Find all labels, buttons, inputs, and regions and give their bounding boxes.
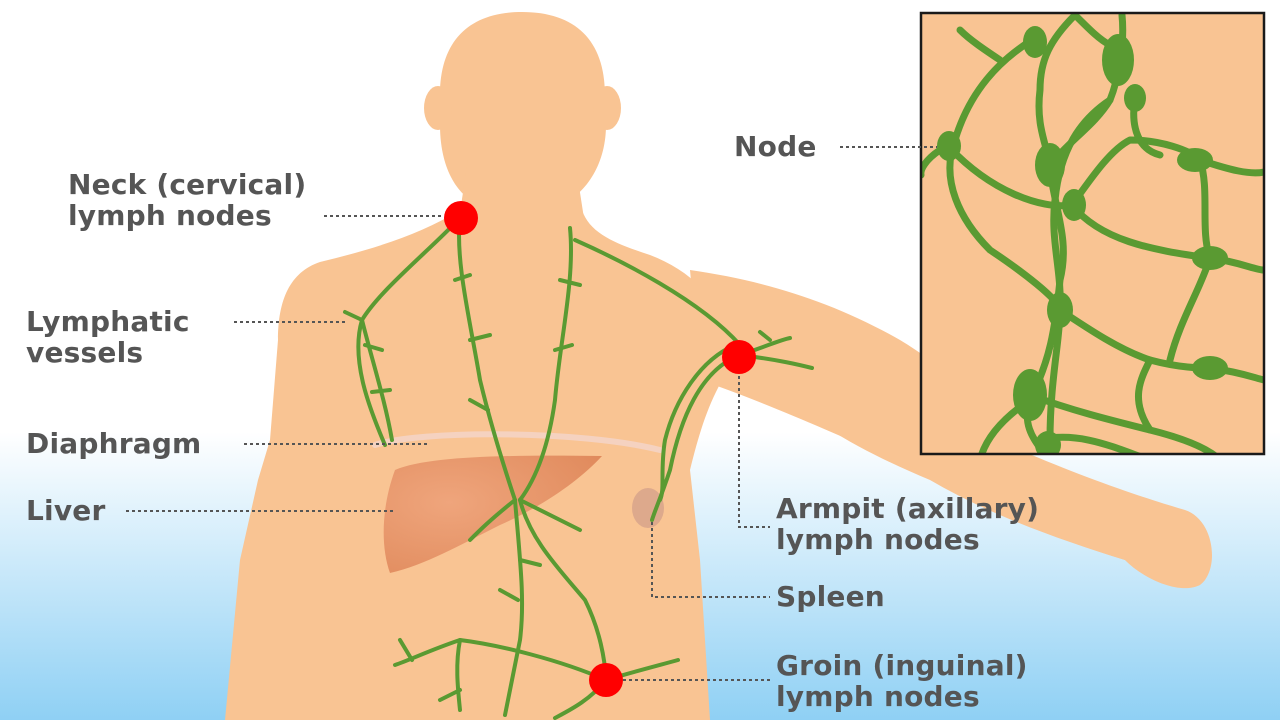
spleen-label-text: Spleen [776, 580, 885, 613]
spleen-leader [651, 522, 770, 598]
groin-lymph-nodes-label: Groin (inguinal) lymph nodes [776, 650, 1028, 712]
liver-label: Liver [26, 495, 106, 526]
liver [383, 455, 602, 573]
node-label: Node [734, 131, 817, 162]
armpit-label-line1: Armpit (axillary) [776, 492, 1040, 525]
right-ear [593, 86, 621, 130]
groin-node-marker [589, 663, 623, 697]
left-ear [424, 86, 452, 130]
diaphragm-label: Diaphragm [26, 428, 201, 459]
spleen-label: Spleen [776, 581, 885, 612]
head [440, 12, 606, 205]
leader-lines [126, 146, 937, 681]
lymph-node-markers [444, 201, 756, 697]
neck-lymph-nodes-label: Neck (cervical) lymph nodes [68, 169, 306, 231]
liver-label-text: Liver [26, 494, 106, 527]
armpit-node-marker [722, 340, 756, 374]
vessels-label-line1: Lymphatic [26, 305, 190, 338]
armpit-leader [738, 376, 770, 528]
node-label-text: Node [734, 130, 817, 163]
groin-label-line1: Groin (inguinal) [776, 649, 1028, 682]
lymphatic-vessels-label: Lymphatic vessels [26, 306, 190, 368]
neck [458, 160, 585, 225]
neck-label-line1: Neck (cervical) [68, 168, 307, 201]
neck-label-line2: lymph nodes [68, 199, 272, 232]
diaphragm [372, 431, 663, 453]
neck-node-marker [444, 201, 478, 235]
inset-border [919, 11, 1266, 456]
armpit-label-line2: lymph nodes [776, 523, 980, 556]
vessels-label-line2: vessels [26, 336, 144, 369]
groin-label-line2: lymph nodes [776, 680, 980, 713]
diaphragm-label-text: Diaphragm [26, 427, 202, 460]
armpit-lymph-nodes-label: Armpit (axillary) lymph nodes [776, 493, 1039, 555]
spleen [632, 488, 664, 528]
lymph-network-inset [919, 11, 1266, 456]
